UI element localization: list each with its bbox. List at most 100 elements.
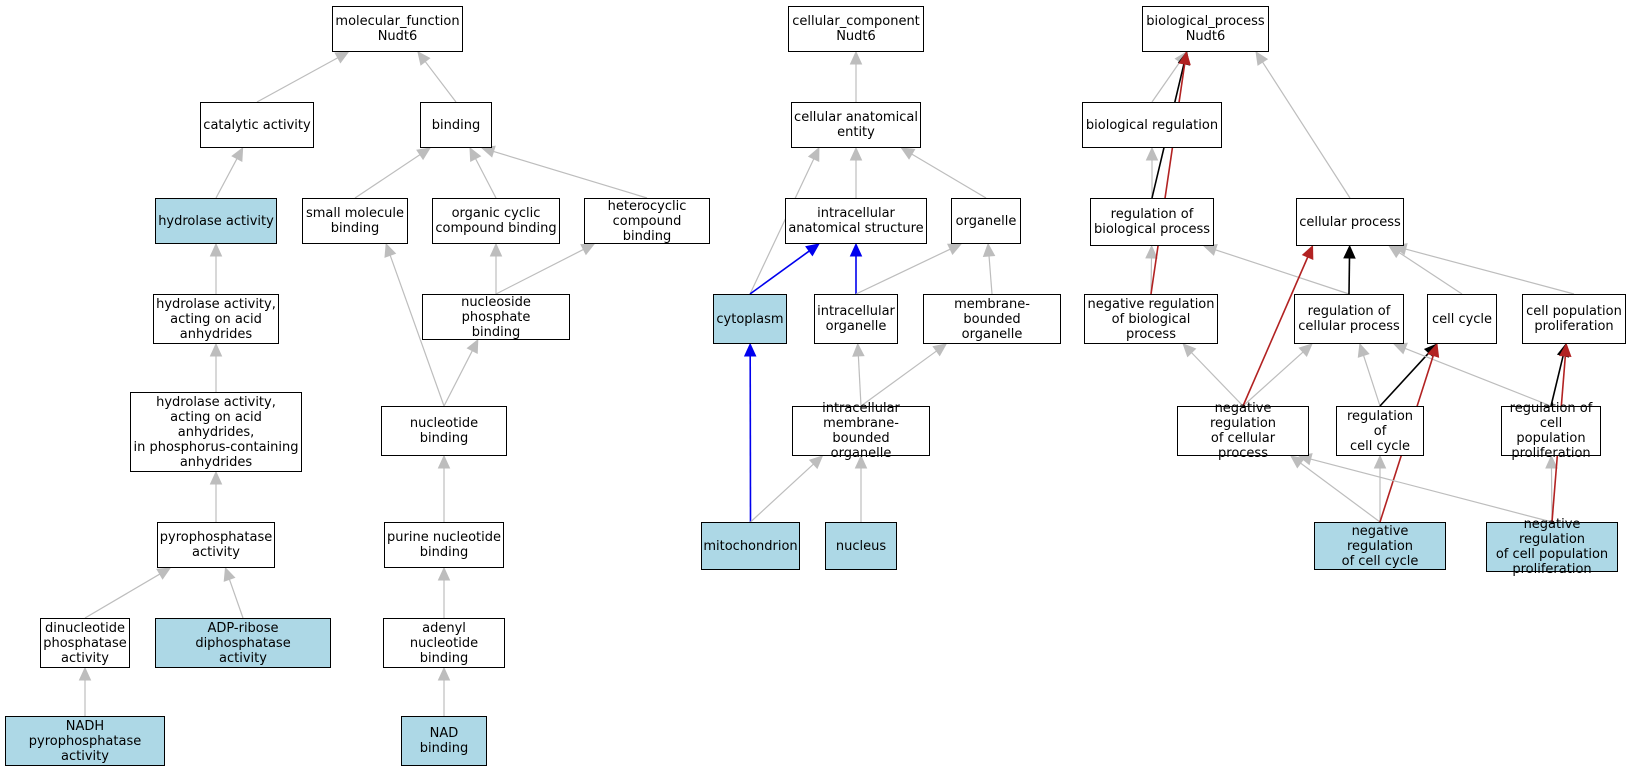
edge-cytoplasm-to-ic_anat [749, 250, 810, 295]
edge-reg_cpp-to-reg_cell [1404, 347, 1552, 407]
node-hydrolase-activity: hydrolase activity [155, 198, 277, 244]
node-adenyl-nucleotide-binding: adenyl nucleotide binding [383, 618, 505, 668]
edge-arrowhead-dinucleotide-to-pyrophos [156, 567, 172, 580]
edge-arrowhead-adp_ribose-to-pyrophos [223, 566, 236, 582]
edge-arrowhead-cell_proc-to-bp_root [1255, 50, 1269, 66]
node-cellular-anatomical-entity: cellular anatomical entity [791, 102, 921, 148]
edge-reg_cpp-to-cell_pop [1550, 355, 1564, 407]
edge-arrowhead-binding-to-mf_root [417, 51, 431, 66]
node-intracellular-organelle: intracellular organelle [814, 294, 898, 344]
edge-dinucleotide-to-pyrophos [84, 573, 161, 619]
edge-arrowhead-neg_reg_bio-to-bp_root [1178, 50, 1191, 66]
edge-arrowhead-catalytic-to-mf_root [334, 51, 350, 64]
edge-arrowhead-hydro_phos-to-hydro_acid [209, 342, 223, 357]
edge-neg_reg_cell-to-cell_proc [1242, 256, 1309, 407]
edge-cytoplasm-to-cell_anat [749, 158, 815, 295]
node-nad-binding: NAD binding [401, 716, 487, 766]
edge-arrowhead-nadh-to-dinucleotide [78, 666, 92, 681]
edge-cell_pop-to-cell_proc [1405, 248, 1575, 295]
node-nucleus: nucleus [825, 522, 897, 570]
edge-arrowhead-small_mol-to-binding [416, 147, 431, 161]
node-intracellular-membrane-bounded-organelle: intracellular membrane-bounded organelle [792, 401, 930, 461]
edge-arrowhead-reg_cell-to-cell_proc [1343, 244, 1356, 259]
node-negative-regulation-of-cellular-process: negative regulation of cellular process [1177, 401, 1309, 461]
edge-arrowhead-reg_bio-to-bio_reg [1145, 146, 1159, 161]
node-adp-ribose-diphosphatase-activity: ADP-ribose diphosphatase activity [155, 618, 331, 668]
node-catalytic-activity: catalytic activity [200, 102, 314, 148]
edge-arrowhead-nad-to-adenyl [437, 666, 451, 681]
edge-arrowhead-hydro_acid-to-hydrolase [209, 242, 223, 257]
edge-arrowhead-ic_organelle-to-organelle [947, 243, 963, 256]
edge-arrowhead-neg_reg_cc-to-neg_reg_cell [1289, 455, 1305, 469]
edge-arrowhead-organelle-to-cell_anat [900, 147, 916, 160]
edge-arrowhead-neg_reg_cc-to-reg_cc [1373, 454, 1387, 469]
node-nucleoside-phosphate-binding: nucleoside phosphate binding [422, 294, 570, 340]
edge-nucleoside_ph-to-heterocyclic [495, 248, 584, 295]
node-biological-process-root: biological_process Nudt6 [1142, 6, 1269, 52]
edge-arrowhead-neg_reg_bio-to-reg_bio [1145, 244, 1158, 259]
node-regulation-of-cell-population-proliferation: regulation of cell population proliferat… [1501, 401, 1601, 461]
edge-org_cyclic-to-binding [475, 158, 497, 199]
edge-arrowhead-mb_organelle-to-organelle [982, 242, 996, 257]
edge-small_mol-to-binding [354, 154, 421, 199]
edge-arrowhead-pyrophos-to-hydro_phos [209, 470, 223, 485]
edge-arrowhead-neg_reg_cell-to-neg_reg_bio [1182, 343, 1197, 358]
node-pyrophosphatase-activity: pyrophosphatase activity [157, 522, 275, 568]
edge-organelle-to-cell_anat [911, 153, 987, 199]
edge-reg_cell-to-reg_bio [1215, 249, 1350, 295]
edge-cell_proc-to-bp_root [1262, 61, 1351, 199]
edge-arrowhead-cytoplasm-to-ic_anat [805, 243, 820, 257]
edge-arrowhead-ic_organelle-to-ic_anat [849, 242, 863, 257]
edge-hydrolase-to-catalytic [215, 158, 238, 199]
node-purine-nucleotide-binding: purine nucleotide binding [384, 522, 504, 568]
node-regulation-of-cell-cycle: regulation of cell cycle [1336, 406, 1424, 456]
edge-arrowhead-reg_cc-to-reg_cell [1357, 342, 1370, 358]
edge-ic_mb_organelle-to-ic_organelle [857, 355, 862, 407]
edge-arrowhead-nucleoside_ph-to-org_cyclic [489, 242, 503, 257]
edge-nucleotide-to-nucleoside_ph [443, 350, 473, 407]
edge-arrowhead-nucleotide-to-nucleoside_ph [466, 338, 479, 354]
edge-arrowhead-ic_mb_organelle-to-ic_organelle [852, 342, 865, 357]
node-negative-regulation-of-biological-process: negative regulation of biological proces… [1084, 294, 1218, 344]
edge-arrowhead-neg_reg_cpp-to-reg_cpp [1545, 454, 1558, 469]
node-regulation-of-biological-process: regulation of biological process [1090, 198, 1214, 246]
edge-nucleotide-to-small_mol [389, 255, 445, 407]
edge-catalytic-to-mf_root [256, 57, 339, 103]
edge-neg_reg_cpp-to-neg_reg_cell [1310, 458, 1553, 523]
edge-arrowhead-reg_cell-to-reg_bio [1202, 243, 1218, 256]
edge-adp_ribose-to-pyrophos [228, 579, 244, 619]
edge-arrowhead-nucleus-to-ic_mb_organelle [854, 454, 868, 469]
edge-arrowhead-ic_mb_organelle-to-mb_organelle [932, 343, 948, 357]
edge-arrowhead-nucleotide-to-small_mol [384, 242, 397, 258]
edge-neg_reg_cell-to-reg_cell [1242, 351, 1304, 407]
edge-arrowhead-neg_reg_cc-to-cell_cycle [1427, 342, 1440, 358]
node-binding: binding [420, 102, 492, 148]
node-hydrolase-acid-anhydrides: hydrolase activity, acting on acid anhyd… [153, 294, 279, 344]
edge-ic_mb_organelle-to-mb_organelle [860, 350, 937, 407]
node-negative-regulation-of-cell-population-proliferation: negative regulation of cell population p… [1486, 517, 1618, 577]
edge-arrowhead-mito-to-cytoplasm [743, 342, 757, 357]
node-cytoplasm: cytoplasm [713, 294, 787, 344]
node-organic-cyclic-compound-binding: organic cyclic compound binding [432, 198, 560, 244]
node-molecular-function-root: molecular_function Nudt6 [332, 6, 463, 52]
node-mitochondrion: mitochondrion [701, 522, 800, 570]
edge-arrowhead-org_cyclic-to-binding [469, 146, 482, 162]
edge-arrowhead-neg_reg_cell-to-cell_proc [1301, 244, 1314, 260]
edge-arrowhead-neg_reg_cell-to-reg_cell [1298, 343, 1313, 358]
edge-reg_cc-to-reg_cell [1362, 355, 1381, 407]
edge-mito-to-ic_mb_organelle [750, 463, 814, 523]
node-cell-cycle: cell cycle [1427, 294, 1497, 344]
edge-ic_organelle-to-organelle [855, 248, 951, 295]
node-cell-population-proliferation: cell population proliferation [1522, 294, 1626, 344]
node-cellular-component-root: cellular_component Nudt6 [788, 6, 924, 52]
edge-arrowhead-hydrolase-to-catalytic [231, 146, 244, 162]
edge-heterocyclic-to-binding [493, 150, 648, 199]
node-biological-regulation: biological regulation [1082, 102, 1222, 148]
edge-neg_reg_cc-to-neg_reg_cell [1300, 462, 1381, 523]
edge-binding-to-mf_root [424, 61, 457, 103]
edge-arrowhead-adenyl-to-purine [437, 566, 451, 581]
node-nucleotide-binding: nucleotide binding [381, 406, 507, 456]
edge-arrowhead-purine-to-nucleotide [437, 454, 451, 469]
